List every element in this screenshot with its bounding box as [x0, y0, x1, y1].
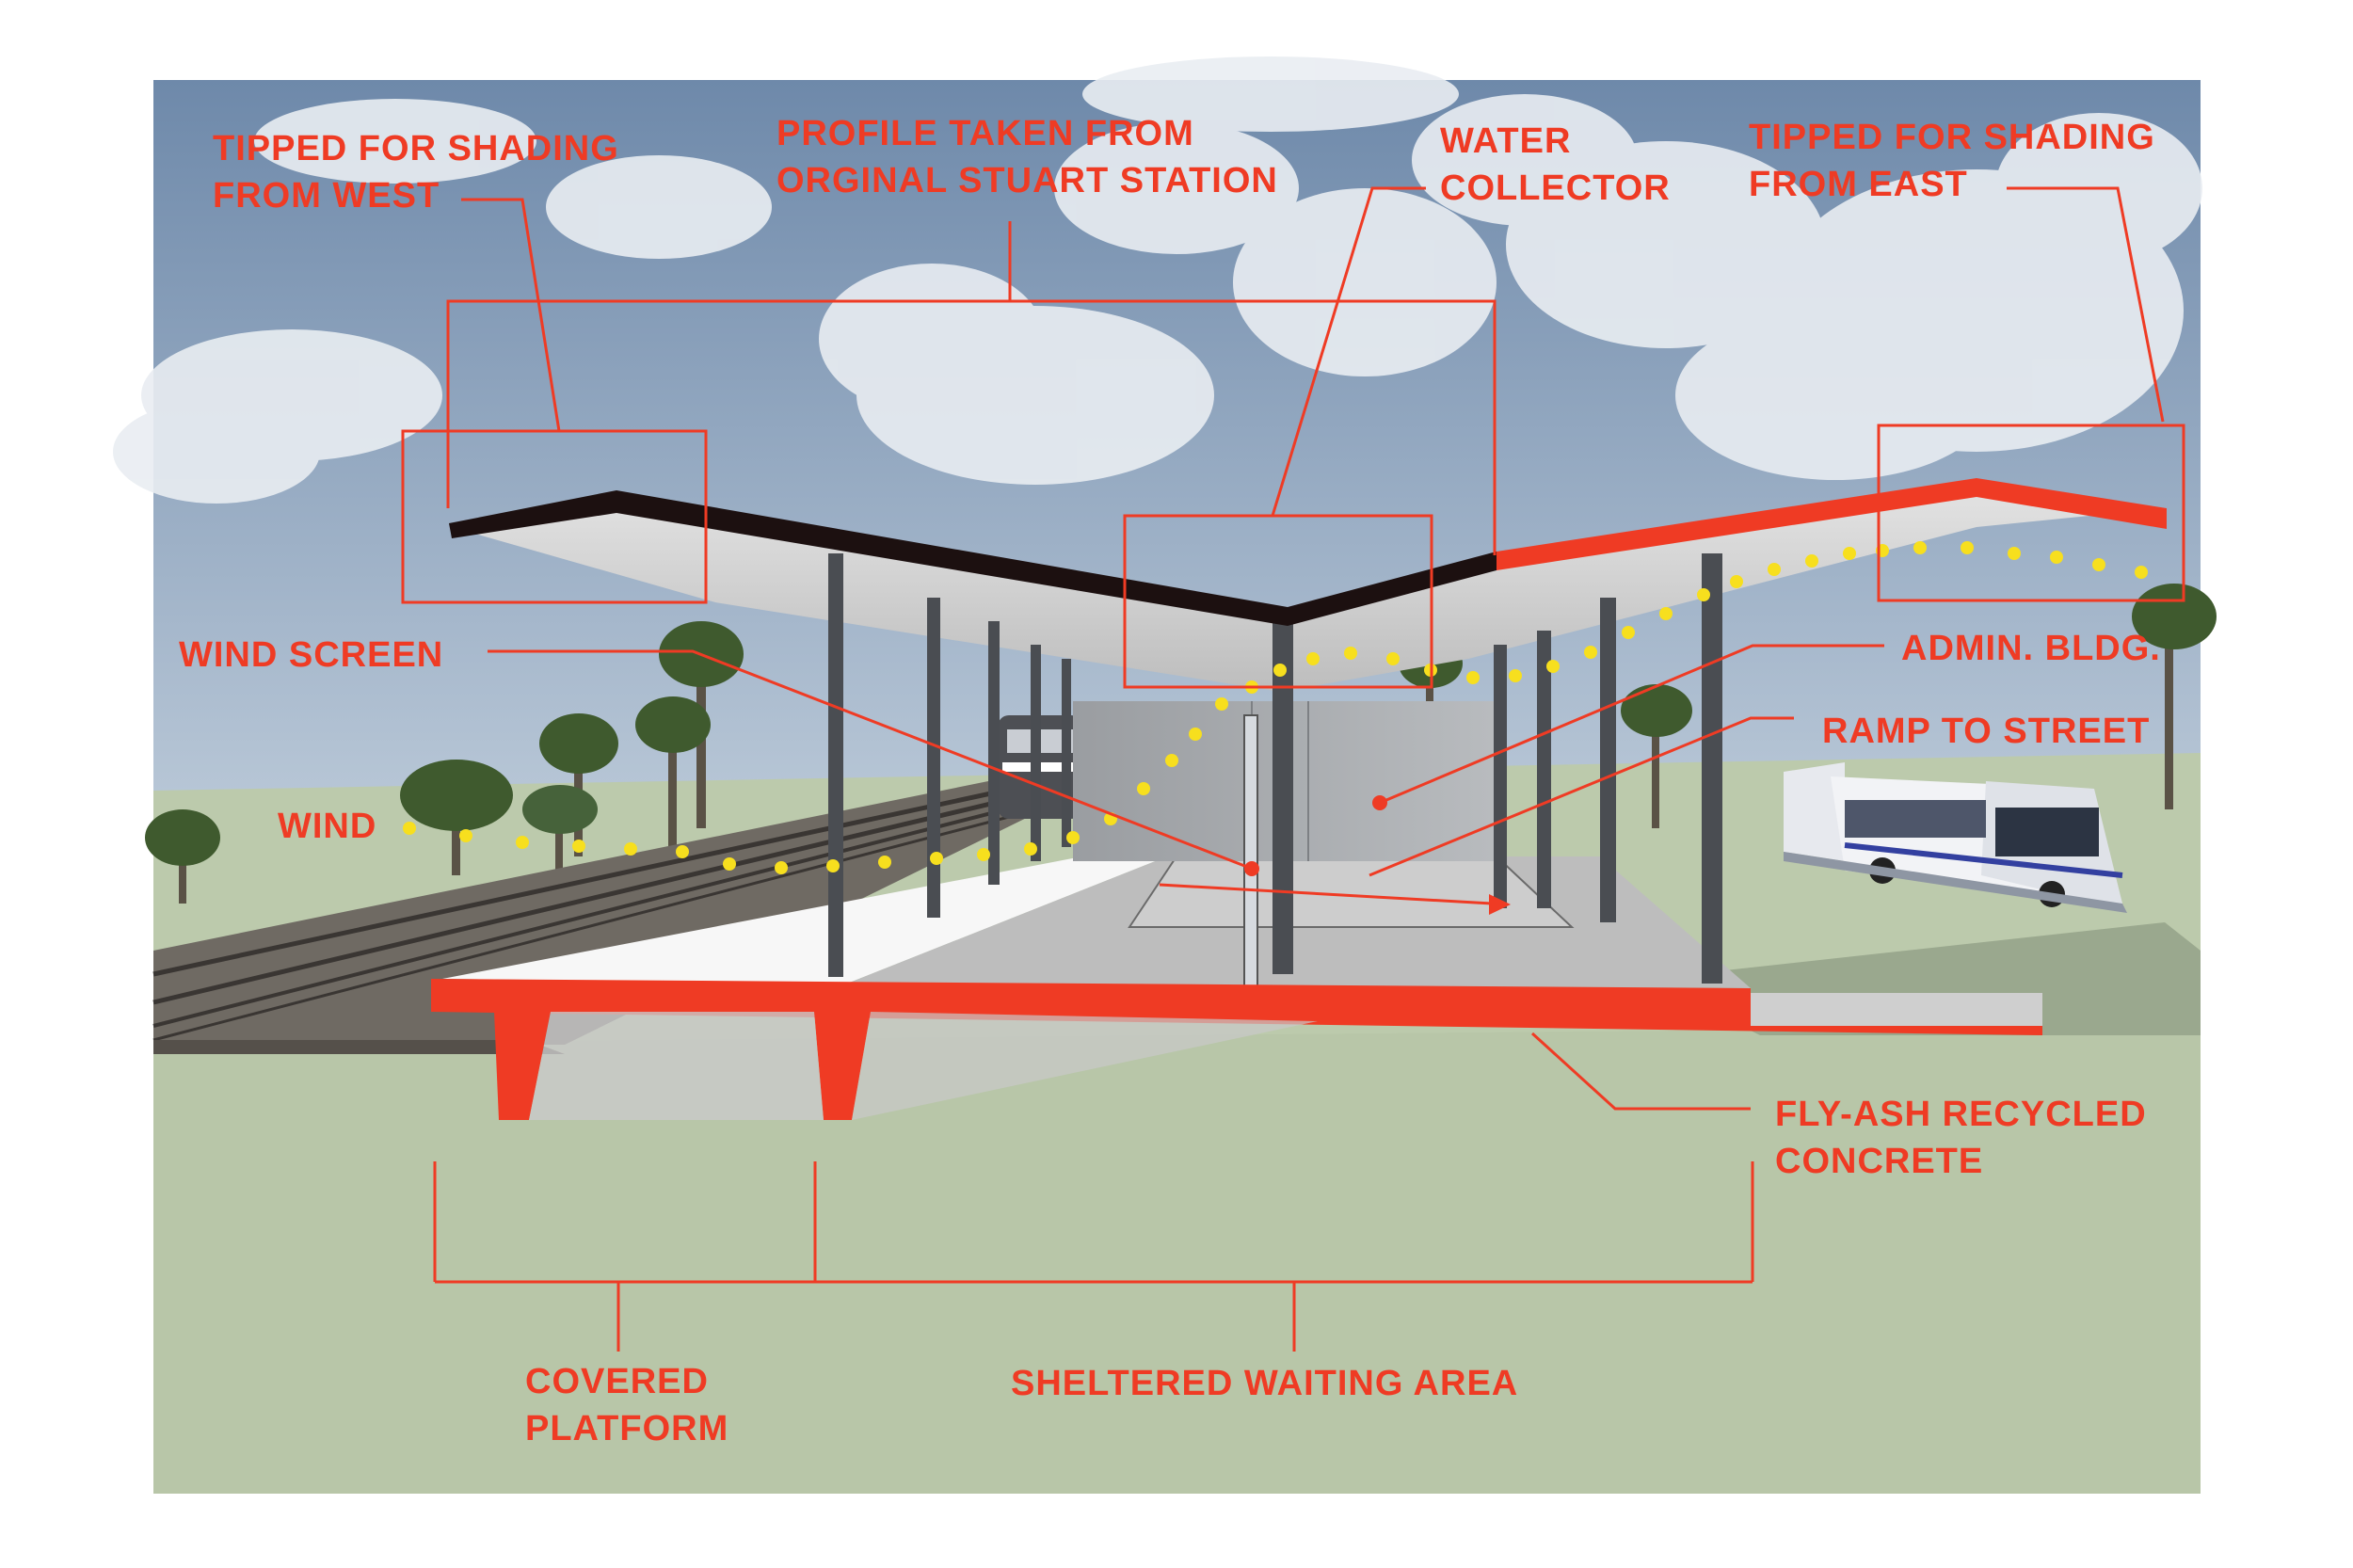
- wind-dot: [1546, 660, 1560, 673]
- label-wind-screen: WIND SCREEN: [179, 635, 443, 675]
- wind-dot: [1344, 647, 1357, 660]
- wind-dot: [516, 836, 529, 849]
- wind-dot: [1697, 588, 1710, 601]
- palm-tree-icon: [1621, 684, 1692, 828]
- wind-dot: [1913, 541, 1927, 554]
- platform-floor: [442, 856, 1167, 984]
- palm-tree-icon: [145, 809, 220, 904]
- label-fly-ash: FLY-ASH RECYCLED CONCRETE: [1775, 1095, 2157, 1181]
- roof-underside: [452, 482, 2165, 692]
- wind-dot: [1961, 541, 1974, 554]
- wind-dot: [1165, 754, 1178, 767]
- wind-dot: [826, 859, 840, 872]
- wind-dot: [1189, 728, 1202, 741]
- wind-screen-panel: [1243, 714, 1258, 989]
- wind-dot: [1215, 697, 1228, 711]
- wind-dot: [1066, 831, 1080, 844]
- circulation-arrow: [1159, 883, 1511, 915]
- annotation-dots: [1244, 795, 1387, 876]
- wind-dot: [2008, 547, 2021, 560]
- label-sheltered: SHELTERED WAITING AREA: [1011, 1364, 1518, 1403]
- wind-dot: [1137, 782, 1150, 795]
- wind-dot: [1386, 652, 1400, 665]
- wind-dot: [403, 822, 416, 835]
- wind-dot: [1730, 575, 1743, 588]
- wind-dot: [459, 829, 472, 842]
- slab-leg-left: [494, 1012, 551, 1120]
- wind-dot: [572, 840, 585, 853]
- station-structure: [431, 478, 2201, 1120]
- wind-dot: [775, 861, 788, 874]
- wind-dot: [878, 856, 891, 869]
- label-wind: WIND: [278, 807, 376, 846]
- clouds: [113, 56, 2202, 504]
- wind-dot: [2050, 551, 2063, 564]
- label-admin-bldg: ADMIN. BLDG.: [1901, 629, 2161, 668]
- label-tipped-west: TIPPED FOR SHADING FROM WEST: [213, 129, 630, 216]
- palm-tree-icon: [635, 696, 711, 847]
- label-covered-platform: COVERED PLATFORM: [525, 1362, 728, 1448]
- palm-tree-icon: [522, 785, 598, 875]
- wind-path: [403, 541, 2148, 874]
- wind-dot: [930, 852, 943, 865]
- label-profile: PROFILE TAKEN FROM ORGINAL STUART STATIO…: [776, 114, 1278, 200]
- wind-dot: [2135, 566, 2148, 579]
- wind-dot: [624, 842, 637, 856]
- label-water-collector: WATER COLLECTOR: [1440, 121, 1671, 208]
- bus-icon: [1784, 762, 2127, 913]
- label-ramp: RAMP TO STREET: [1822, 712, 2150, 751]
- wind-dot: [1509, 669, 1522, 682]
- wind-dot: [1466, 671, 1480, 684]
- wind-dot: [1843, 547, 1856, 560]
- wind-dot: [1622, 626, 1635, 639]
- annotation-lines: [401, 186, 2185, 1352]
- palm-tree-icon: [400, 760, 513, 875]
- wind-dot: [1659, 607, 1673, 620]
- wind-dot: [2092, 558, 2105, 571]
- wind-dot: [1805, 554, 1818, 568]
- wind-dot: [676, 845, 689, 858]
- wind-dot: [1024, 842, 1037, 856]
- wind-dot: [1306, 652, 1320, 665]
- wind-dot: [1273, 664, 1287, 677]
- wind-dot: [1768, 563, 1781, 576]
- street-level-slab: [1751, 993, 2042, 1026]
- platform-slab: [431, 979, 2042, 1035]
- wind-dot: [723, 857, 736, 871]
- wind-dot: [977, 848, 990, 861]
- annotation-labels: TIPPED FOR SHADING FROM WEST PROFILE TAK…: [179, 114, 2166, 1448]
- roof-west: [449, 490, 1497, 626]
- label-tipped-east: TIPPED FOR SHADING FROM EAST: [1749, 118, 2166, 204]
- wind-dot: [1584, 646, 1597, 659]
